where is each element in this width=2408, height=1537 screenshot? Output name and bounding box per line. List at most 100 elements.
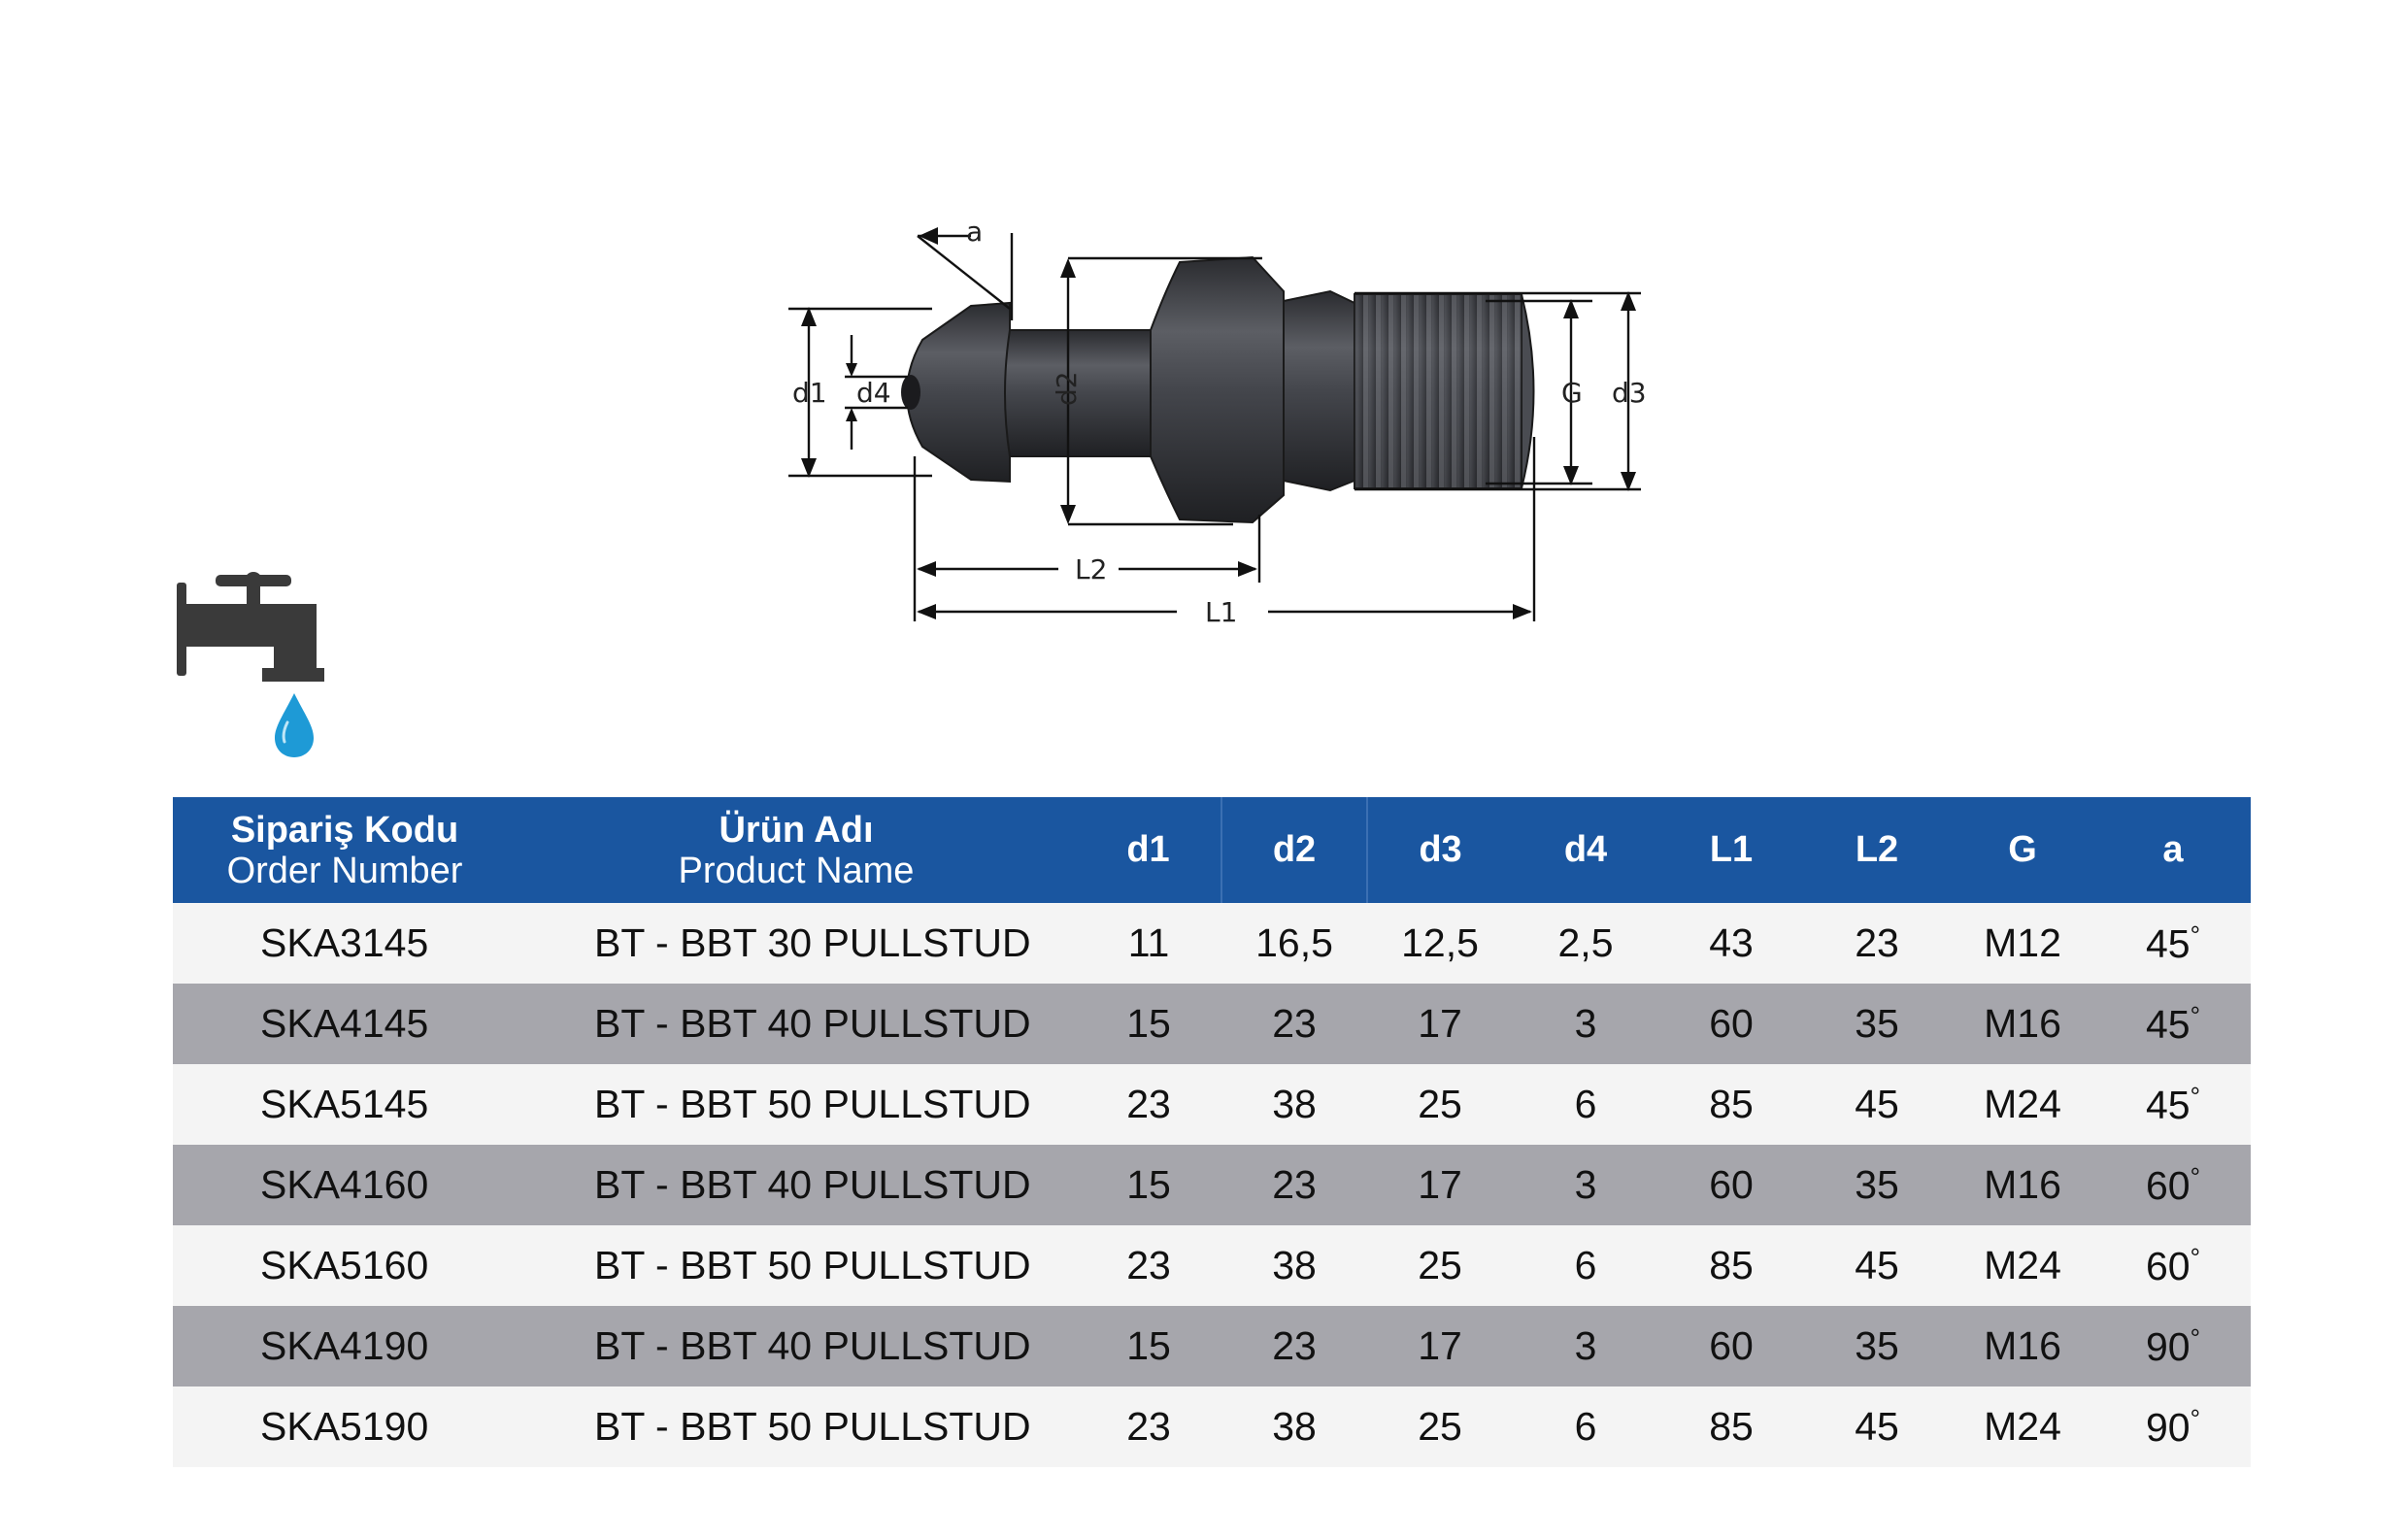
degree-mark: ° [2190, 1161, 2200, 1191]
cell-g: M16 [1950, 984, 2095, 1064]
cell-d2: 16,5 [1221, 903, 1367, 984]
cell-a-value: 90 [2145, 1323, 2191, 1369]
label-d3: d3 [1612, 377, 1647, 409]
cell-name: BT - BBT 30 PULLSTUD [517, 903, 1076, 984]
cell-l1: 85 [1658, 1225, 1804, 1306]
spec-table: Sipariş Kodu Order Number Ürün Adı Produ… [173, 797, 2251, 1467]
cell-name: BT - BBT 50 PULLSTUD [517, 1064, 1076, 1145]
degree-mark: ° [2190, 1081, 2200, 1111]
cell-l1: 60 [1658, 984, 1804, 1064]
cell-a-value: 60 [2145, 1162, 2191, 1208]
cell-d2: 23 [1221, 1145, 1367, 1225]
header-a: a [2095, 797, 2251, 903]
cell-g: M16 [1950, 1145, 2095, 1225]
table-row: SKA5190 BT - BBT 50 PULLSTUD 23 38 25 6 … [173, 1387, 2251, 1467]
cell-code: SKA3145 [173, 903, 517, 984]
cell-code: SKA5190 [173, 1387, 517, 1467]
label-l2: L2 [1075, 553, 1107, 585]
header-d1: d1 [1076, 797, 1222, 903]
cell-name: BT - BBT 40 PULLSTUD [517, 1306, 1076, 1387]
cell-g: M24 [1950, 1225, 2095, 1306]
cell-d1: 23 [1076, 1225, 1221, 1306]
cell-l1: 43 [1658, 903, 1804, 984]
label-a: a [966, 216, 983, 248]
cell-name: BT - BBT 40 PULLSTUD [517, 984, 1076, 1064]
cell-d3: 25 [1367, 1064, 1513, 1145]
cell-d3: 12,5 [1367, 903, 1513, 984]
cell-name: BT - BBT 50 PULLSTUD [517, 1387, 1076, 1467]
cell-d4: 6 [1513, 1387, 1658, 1467]
label-l1: L1 [1205, 596, 1237, 628]
header-l1: L1 [1658, 797, 1804, 903]
cell-d2: 38 [1221, 1387, 1367, 1467]
cell-a-value: 60 [2145, 1243, 2191, 1288]
cell-d2: 38 [1221, 1064, 1367, 1145]
label-g: G [1561, 377, 1583, 409]
header-name-tr: Ürün Adı [719, 809, 874, 851]
label-d2: d2 [1051, 371, 1083, 406]
cell-d4: 6 [1513, 1064, 1658, 1145]
cell-d3: 25 [1367, 1225, 1513, 1306]
cell-l2: 45 [1804, 1225, 1950, 1306]
cell-l1: 85 [1658, 1064, 1804, 1145]
header-order-number: Sipariş Kodu Order Number [173, 797, 517, 903]
cell-d1: 15 [1076, 984, 1221, 1064]
cell-d2: 38 [1221, 1225, 1367, 1306]
cell-g: M24 [1950, 1064, 2095, 1145]
water-drop-highlight [282, 720, 289, 744]
cell-code: SKA5160 [173, 1225, 517, 1306]
table-row: SKA4145 BT - BBT 40 PULLSTUD 15 23 17 3 … [173, 984, 2251, 1064]
cell-d4: 3 [1513, 984, 1658, 1064]
cell-l2: 23 [1804, 903, 1950, 984]
degree-mark: ° [2190, 1242, 2200, 1272]
header-g: G [1950, 797, 2095, 903]
cell-d1: 23 [1076, 1064, 1221, 1145]
cell-g: M24 [1950, 1387, 2095, 1467]
cell-l1: 85 [1658, 1387, 1804, 1467]
cell-a: 60° [2095, 1145, 2251, 1225]
degree-mark: ° [2190, 1000, 2200, 1030]
label-d4: d4 [856, 377, 891, 409]
header-l2: L2 [1804, 797, 1950, 903]
cell-a-value: 45 [2145, 1082, 2191, 1127]
label-d1: d1 [792, 377, 827, 409]
cell-l2: 35 [1804, 1306, 1950, 1387]
cell-a: 45° [2095, 984, 2251, 1064]
cell-l2: 45 [1804, 1064, 1950, 1145]
cell-d2: 23 [1221, 1306, 1367, 1387]
cell-a: 45° [2095, 903, 2251, 984]
cell-d1: 11 [1076, 903, 1221, 984]
cell-d1: 23 [1076, 1387, 1221, 1467]
cell-a: 90° [2095, 1387, 2251, 1467]
cell-g: M12 [1950, 903, 2095, 984]
cell-name: BT - BBT 50 PULLSTUD [517, 1225, 1076, 1306]
cell-d3: 17 [1367, 1145, 1513, 1225]
cell-d4: 3 [1513, 1145, 1658, 1225]
table-row: SKA5145 BT - BBT 50 PULLSTUD 23 38 25 6 … [173, 1064, 2251, 1145]
cell-code: SKA5145 [173, 1064, 517, 1145]
cell-l2: 35 [1804, 984, 1950, 1064]
header-d3: d3 [1367, 797, 1513, 903]
cell-a: 60° [2095, 1225, 2251, 1306]
cell-l2: 45 [1804, 1387, 1950, 1467]
cell-code: SKA4160 [173, 1145, 517, 1225]
cell-d4: 6 [1513, 1225, 1658, 1306]
cell-d1: 15 [1076, 1145, 1221, 1225]
table-row: SKA3145 BT - BBT 30 PULLSTUD 11 16,5 12,… [173, 903, 2251, 984]
table-row: SKA5160 BT - BBT 50 PULLSTUD 23 38 25 6 … [173, 1225, 2251, 1306]
header-name-en: Product Name [678, 850, 915, 891]
cell-d2: 23 [1221, 984, 1367, 1064]
cell-l2: 35 [1804, 1145, 1950, 1225]
degree-mark: ° [2190, 1322, 2200, 1353]
header-product-name: Ürün Adı Product Name [517, 797, 1076, 903]
degree-mark: ° [2190, 1403, 2200, 1433]
header-d4: d4 [1513, 797, 1658, 903]
table-row: SKA4190 BT - BBT 40 PULLSTUD 15 23 17 3 … [173, 1306, 2251, 1387]
cell-name: BT - BBT 40 PULLSTUD [517, 1145, 1076, 1225]
cell-a-value: 90 [2145, 1404, 2191, 1450]
cell-l1: 60 [1658, 1145, 1804, 1225]
cell-d4: 2,5 [1513, 903, 1658, 984]
cell-a-value: 45 [2145, 1001, 2191, 1047]
header-order-en: Order Number [226, 850, 463, 891]
